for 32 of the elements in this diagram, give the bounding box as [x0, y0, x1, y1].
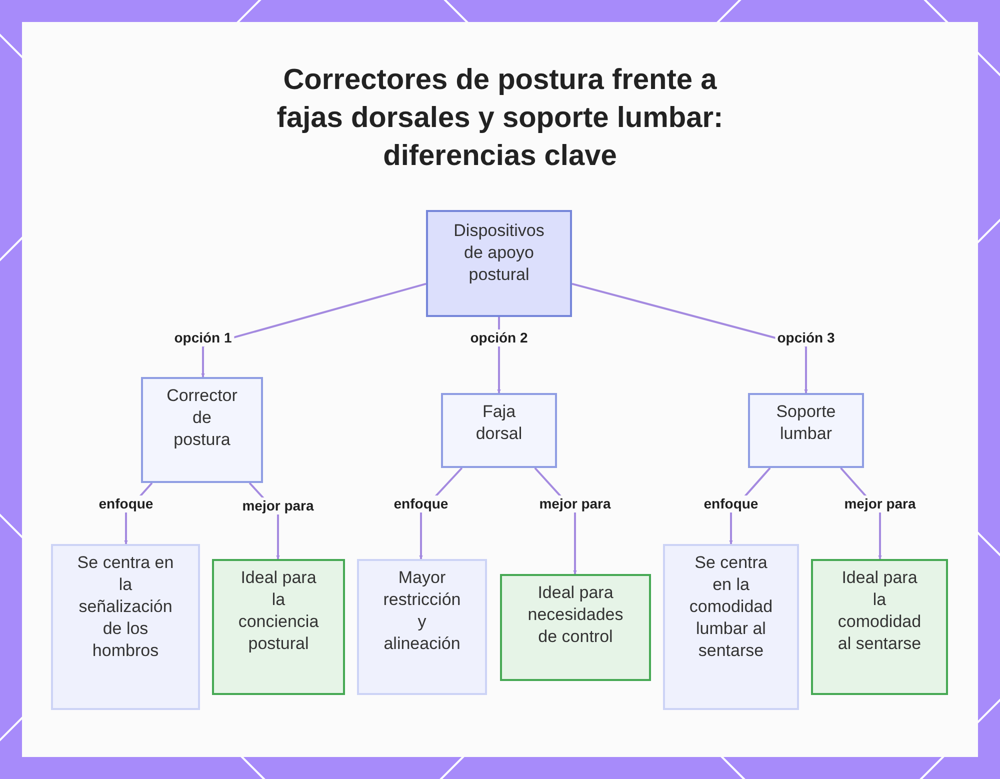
edge-label: mejor para	[240, 498, 316, 514]
topic-box	[426, 210, 572, 317]
node-text: Ideal para la conciencia postural	[237, 567, 320, 655]
node-text: Se centra en la comodidad lumbar al sentarse	[688, 552, 774, 662]
option-box	[748, 393, 864, 468]
description-box	[357, 559, 487, 695]
edge-label: mejor para	[537, 496, 613, 512]
node-text: Dispositivos de apoyo postural	[452, 220, 546, 286]
edge-label: enfoque	[702, 496, 760, 512]
edge-label: opción 3	[775, 330, 837, 346]
node-text: Faja dorsal	[474, 401, 524, 445]
description-box	[51, 544, 200, 710]
edge-label: mejor para	[842, 496, 918, 512]
connector-arrow	[572, 282, 808, 394]
description-box	[663, 544, 799, 710]
edge-label: opción 2	[468, 330, 530, 346]
node-text: Se centra en la señalización de los hombros	[76, 552, 175, 662]
recommendation-box	[212, 559, 345, 695]
option-box	[441, 393, 557, 468]
node-text: Corrector de postura	[166, 385, 238, 451]
node-text: Ideal para necesidades de control	[526, 582, 624, 648]
node-text: Soporte lumbar	[775, 401, 837, 445]
edge-label: enfoque	[96, 496, 156, 512]
node-text: Ideal para la comodidad al sentarse	[836, 567, 922, 655]
connector-arrow	[201, 282, 426, 378]
recommendation-box	[811, 559, 948, 695]
diagram-title: Correctores de postura frente a fajas dorsales y soporte lumbar: diferencias clave	[276, 63, 724, 174]
option-box	[141, 377, 263, 483]
recommendation-box	[500, 574, 651, 681]
edge-label: opción 1	[172, 330, 234, 346]
node-text: Mayor restricción y alineación	[382, 567, 462, 655]
edge-label: enfoque	[392, 496, 450, 512]
